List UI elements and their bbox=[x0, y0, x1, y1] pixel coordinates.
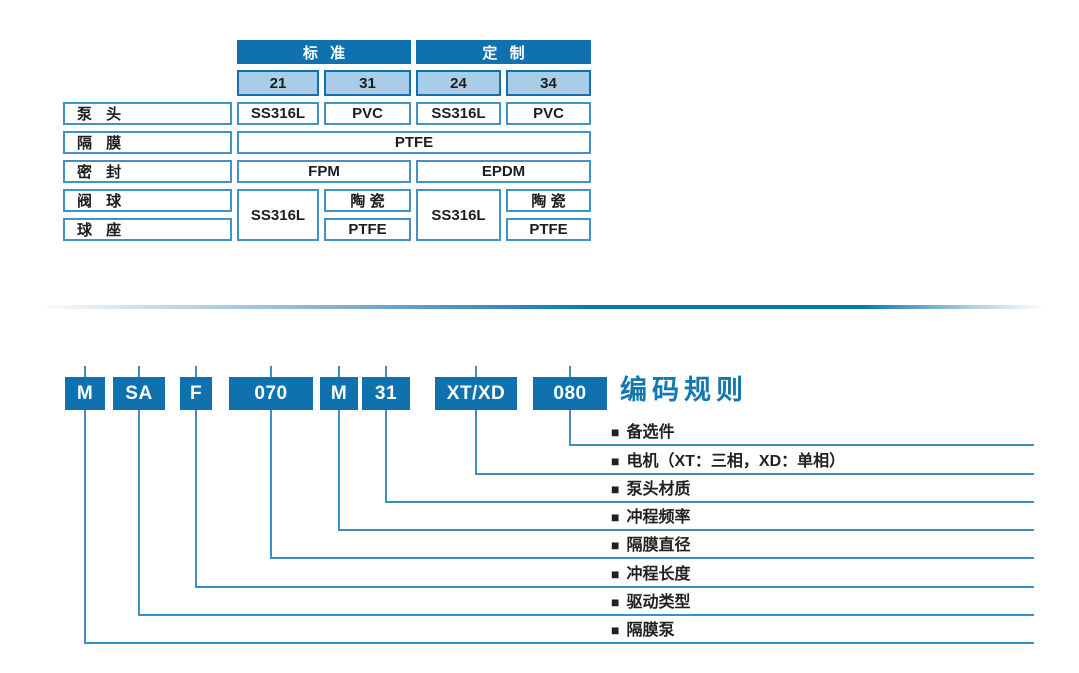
valve-cell-21: SS316L bbox=[237, 189, 319, 241]
pump-head-cell-34: PVC bbox=[506, 102, 591, 125]
legend-item-drive-type: ■ 驱动类型 bbox=[611, 592, 690, 612]
legend-item-label: 备选件 bbox=[626, 424, 675, 441]
code-header-34: 34 bbox=[506, 70, 591, 96]
legend-item-stroke-length: ■ 冲程长度 bbox=[611, 564, 690, 584]
connector-stub bbox=[270, 366, 272, 377]
pump-head-cell-21: SS316L bbox=[237, 102, 319, 125]
legend-item-diaphragm-diameter: ■ 隔膜直径 bbox=[611, 535, 690, 555]
connector-stub bbox=[138, 366, 140, 377]
bullet-square-icon: ■ bbox=[611, 537, 620, 553]
legend-line bbox=[195, 586, 1034, 588]
pump-head-cell-24: SS316L bbox=[416, 102, 501, 125]
diaphragm-cell: PTFE bbox=[237, 131, 591, 154]
legend-item-diaphragm-pump: ■ 隔膜泵 bbox=[611, 620, 674, 640]
section-divider-line bbox=[35, 305, 1045, 309]
legend-line bbox=[270, 557, 1034, 559]
bullet-square-icon: ■ bbox=[611, 424, 620, 440]
code-segment-box-2: SA bbox=[113, 377, 165, 410]
connector-vertical-line bbox=[84, 410, 86, 644]
connector-stub bbox=[385, 366, 387, 377]
bullet-square-icon: ■ bbox=[611, 453, 620, 469]
legend-item-motor: ■ 电机（XT：三相，XD：单相） bbox=[611, 451, 845, 471]
code-segment-box-8: 080 bbox=[533, 377, 607, 410]
valve-cell-24: SS316L bbox=[416, 189, 501, 241]
legend-line bbox=[338, 529, 1034, 531]
connector-stub bbox=[195, 366, 197, 377]
pump-head-cell-31: PVC bbox=[324, 102, 411, 125]
legend-item-label: 电机（XT：三相，XD：单相） bbox=[626, 453, 846, 470]
connector-vertical-line bbox=[338, 410, 340, 531]
connector-stub bbox=[338, 366, 340, 377]
row-label-pump-head: 泵 头 bbox=[63, 102, 232, 125]
legend-item-label: 隔膜直径 bbox=[626, 537, 691, 554]
ball-seat-cell-31: PTFE bbox=[324, 218, 411, 241]
connector-vertical-line bbox=[270, 410, 272, 559]
row-label-valve-ball: 阀 球 bbox=[63, 189, 232, 212]
valve-ball-cell-34: 陶 瓷 bbox=[506, 189, 591, 212]
code-segment-box-7: XT/XD bbox=[435, 377, 517, 410]
bullet-square-icon: ■ bbox=[611, 622, 620, 638]
legend-item-label: 冲程长度 bbox=[626, 566, 691, 583]
code-header-21: 21 bbox=[237, 70, 319, 96]
valve-ball-cell-31: 陶 瓷 bbox=[324, 189, 411, 212]
connector-vertical-line bbox=[138, 410, 140, 616]
seal-cell-custom: EPDM bbox=[416, 160, 591, 183]
legend-line bbox=[475, 473, 1034, 475]
bullet-square-icon: ■ bbox=[611, 566, 620, 582]
connector-stub bbox=[475, 366, 477, 377]
legend-line bbox=[138, 614, 1034, 616]
materials-table: 标 准 定 制 21 31 24 34 泵 头 隔 膜 密 封 阀 球 球 座 … bbox=[63, 40, 591, 241]
connector-vertical-line bbox=[385, 410, 387, 503]
bullet-square-icon: ■ bbox=[611, 481, 620, 497]
ball-seat-cell-34: PTFE bbox=[506, 218, 591, 241]
legend-item-label: 冲程频率 bbox=[626, 509, 691, 526]
group-header-custom: 定 制 bbox=[416, 40, 591, 64]
legend-item-label: 驱动类型 bbox=[626, 594, 691, 611]
bullet-square-icon: ■ bbox=[611, 594, 620, 610]
connector-stub bbox=[84, 366, 86, 377]
code-segment-box-4: 070 bbox=[229, 377, 313, 410]
code-segment-box-6: 31 bbox=[362, 377, 410, 410]
row-label-diaphragm: 隔 膜 bbox=[63, 131, 232, 154]
coding-rules-title: 编码规则 bbox=[620, 375, 748, 405]
code-header-24: 24 bbox=[416, 70, 501, 96]
legend-item-stroke-frequency: ■ 冲程频率 bbox=[611, 507, 690, 527]
legend-item-pump-head-material: ■ 泵头材质 bbox=[611, 479, 690, 499]
code-segment-box-3: F bbox=[180, 377, 212, 410]
connector-vertical-line bbox=[569, 410, 571, 446]
seal-cell-standard: FPM bbox=[237, 160, 411, 183]
bullet-square-icon: ■ bbox=[611, 509, 620, 525]
row-label-seal: 密 封 bbox=[63, 160, 232, 183]
legend-item-label: 泵头材质 bbox=[626, 481, 691, 498]
legend-item-options: ■ 备选件 bbox=[611, 422, 674, 442]
legend-line bbox=[385, 501, 1034, 503]
connector-vertical-line bbox=[195, 410, 197, 588]
connector-stub bbox=[569, 366, 571, 377]
legend-item-label: 隔膜泵 bbox=[626, 622, 675, 639]
connector-vertical-line bbox=[475, 410, 477, 475]
row-label-ball-seat: 球 座 bbox=[63, 218, 232, 241]
code-segment-box-5: M bbox=[320, 377, 358, 410]
code-header-31: 31 bbox=[324, 70, 411, 96]
legend-line bbox=[84, 642, 1034, 644]
group-header-standard: 标 准 bbox=[237, 40, 411, 64]
legend-line bbox=[569, 444, 1034, 446]
code-segment-box-1: M bbox=[65, 377, 105, 410]
